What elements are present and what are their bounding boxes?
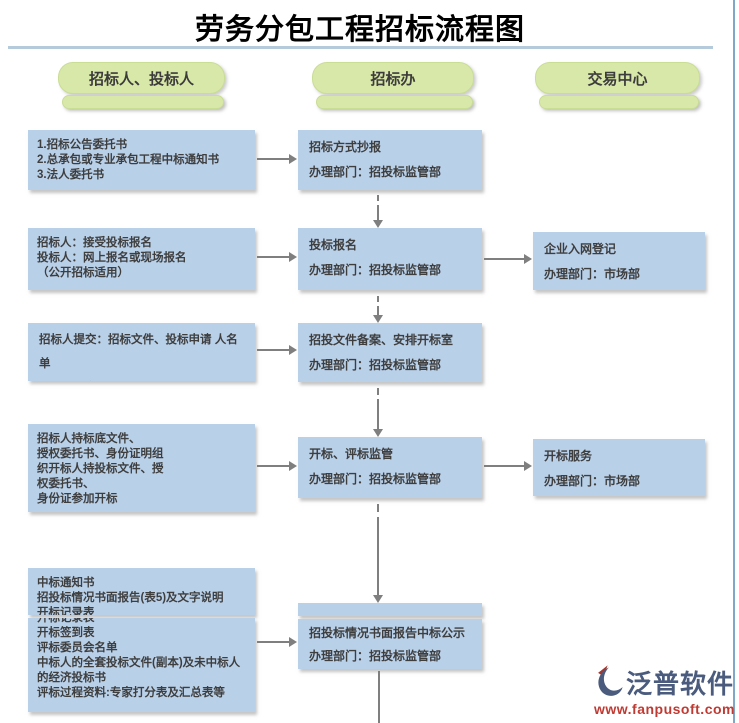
- node-award-publicity-strip: [298, 603, 482, 616]
- title-divider: [8, 46, 713, 49]
- arrow-row4-right-head: [524, 461, 532, 471]
- arrow-v1-line: [377, 205, 379, 220]
- arrow-row5-head: [289, 637, 297, 647]
- arrow-v4-line: [377, 517, 379, 595]
- lane-header-bidders-tail: [62, 95, 224, 109]
- node-award-notice-docs-top: 中标通知书 招投标情况书面报告(表5)及文字说明 开标记录表: [28, 568, 255, 615]
- arrow-v4-head: [373, 595, 383, 603]
- arrow-row4-line: [257, 465, 290, 467]
- lane-header-trade-center-tail: [539, 95, 699, 109]
- vendor-logo: 泛普软件 www.fanpusoft.com: [594, 664, 734, 717]
- vendor-brand-name: 泛普软件: [626, 668, 735, 699]
- node-signup-channels: 招标人：接受投标报名 投标人：网上报名或现场报名 （公开招标适用）: [28, 228, 255, 290]
- arrow-row3-head: [289, 345, 297, 355]
- arrow-v3-dash: [377, 388, 379, 395]
- node-award-notice-docs-bottom: 开标记录表 开标签到表 评标委员会名单 中标人的全套投标文件(副本)及未中标人 …: [28, 618, 255, 712]
- arrow-row2-line: [257, 256, 290, 258]
- node-submit-documents: 招标人提交：招标文件、投标申请 人名单 预约开标室: [28, 323, 255, 381]
- arrow-row1-line: [257, 158, 290, 160]
- arrow-v1-head: [373, 220, 383, 228]
- arrow-row2-head: [289, 252, 297, 262]
- arrow-row5-line: [257, 641, 290, 643]
- arrow-v2-dash: [377, 296, 379, 302]
- arrow-v2-head: [373, 315, 383, 323]
- arrow-v3-line: [377, 399, 379, 429]
- vendor-website: www.fanpusoft.com: [594, 701, 735, 717]
- node-enterprise-registration: 企业入网登记 办理部门：市场部: [533, 232, 705, 290]
- node-file-record-room: 招投文件备案、安排开标室 办理部门：招投标监管部: [298, 323, 482, 382]
- arrow-v1-dash: [377, 195, 379, 201]
- arrow-row1-head: [289, 154, 297, 164]
- arrow-v5-line: [378, 671, 380, 723]
- node-award-publicity: 招投标情况书面报告中标公示 办理部门：招投标监管部: [298, 619, 482, 669]
- lane-header-bid-office: 招标办: [312, 62, 474, 94]
- node-bid-signup: 投标报名 办理部门：招投标监管部: [298, 228, 482, 290]
- node-attend-bid-opening: 招标人持标底文件、 授权委托书、身份证明组 织开标人持投标文件、授 权委托书、 …: [28, 424, 255, 512]
- node-award-notice-docs-bottom-text: 开标记录表 开标签到表 评标委员会名单 中标人的全套投标文件(副本)及未中标人 …: [37, 618, 241, 699]
- right-border: [733, 0, 735, 723]
- arrow-row4-right-line: [484, 465, 525, 467]
- lane-header-bid-office-tail: [316, 95, 473, 109]
- lane-header-bidders: 招标人、投标人: [58, 62, 225, 94]
- node-opening-evaluation-supervision: 开标、评标监管 办理部门：招投标监管部: [298, 437, 482, 498]
- node-bid-method-report: 招标方式抄报 办理部门：招投标监管部: [298, 130, 482, 190]
- page-title: 劳务分包工程招标流程图: [194, 14, 525, 46]
- arrow-row4-head: [289, 461, 297, 471]
- arrow-row2-right-line: [484, 258, 525, 260]
- node-opening-service: 开标服务 办理部门：市场部: [533, 439, 705, 496]
- arrow-row2-right-head: [524, 254, 532, 264]
- vendor-logo-row: 泛普软件: [594, 664, 734, 703]
- fanpu-logo-icon: [594, 664, 624, 703]
- arrow-row3-line: [257, 349, 290, 351]
- node-entrust-documents: 1.招标公告委托书 2.总承包或专业承包工程中标通知书 3.法人委托书: [28, 130, 255, 190]
- arrow-v4-dash: [377, 504, 379, 512]
- arrow-v3-head: [373, 429, 383, 437]
- lane-header-trade-center: 交易中心: [535, 62, 700, 94]
- arrow-v2-line: [377, 306, 379, 315]
